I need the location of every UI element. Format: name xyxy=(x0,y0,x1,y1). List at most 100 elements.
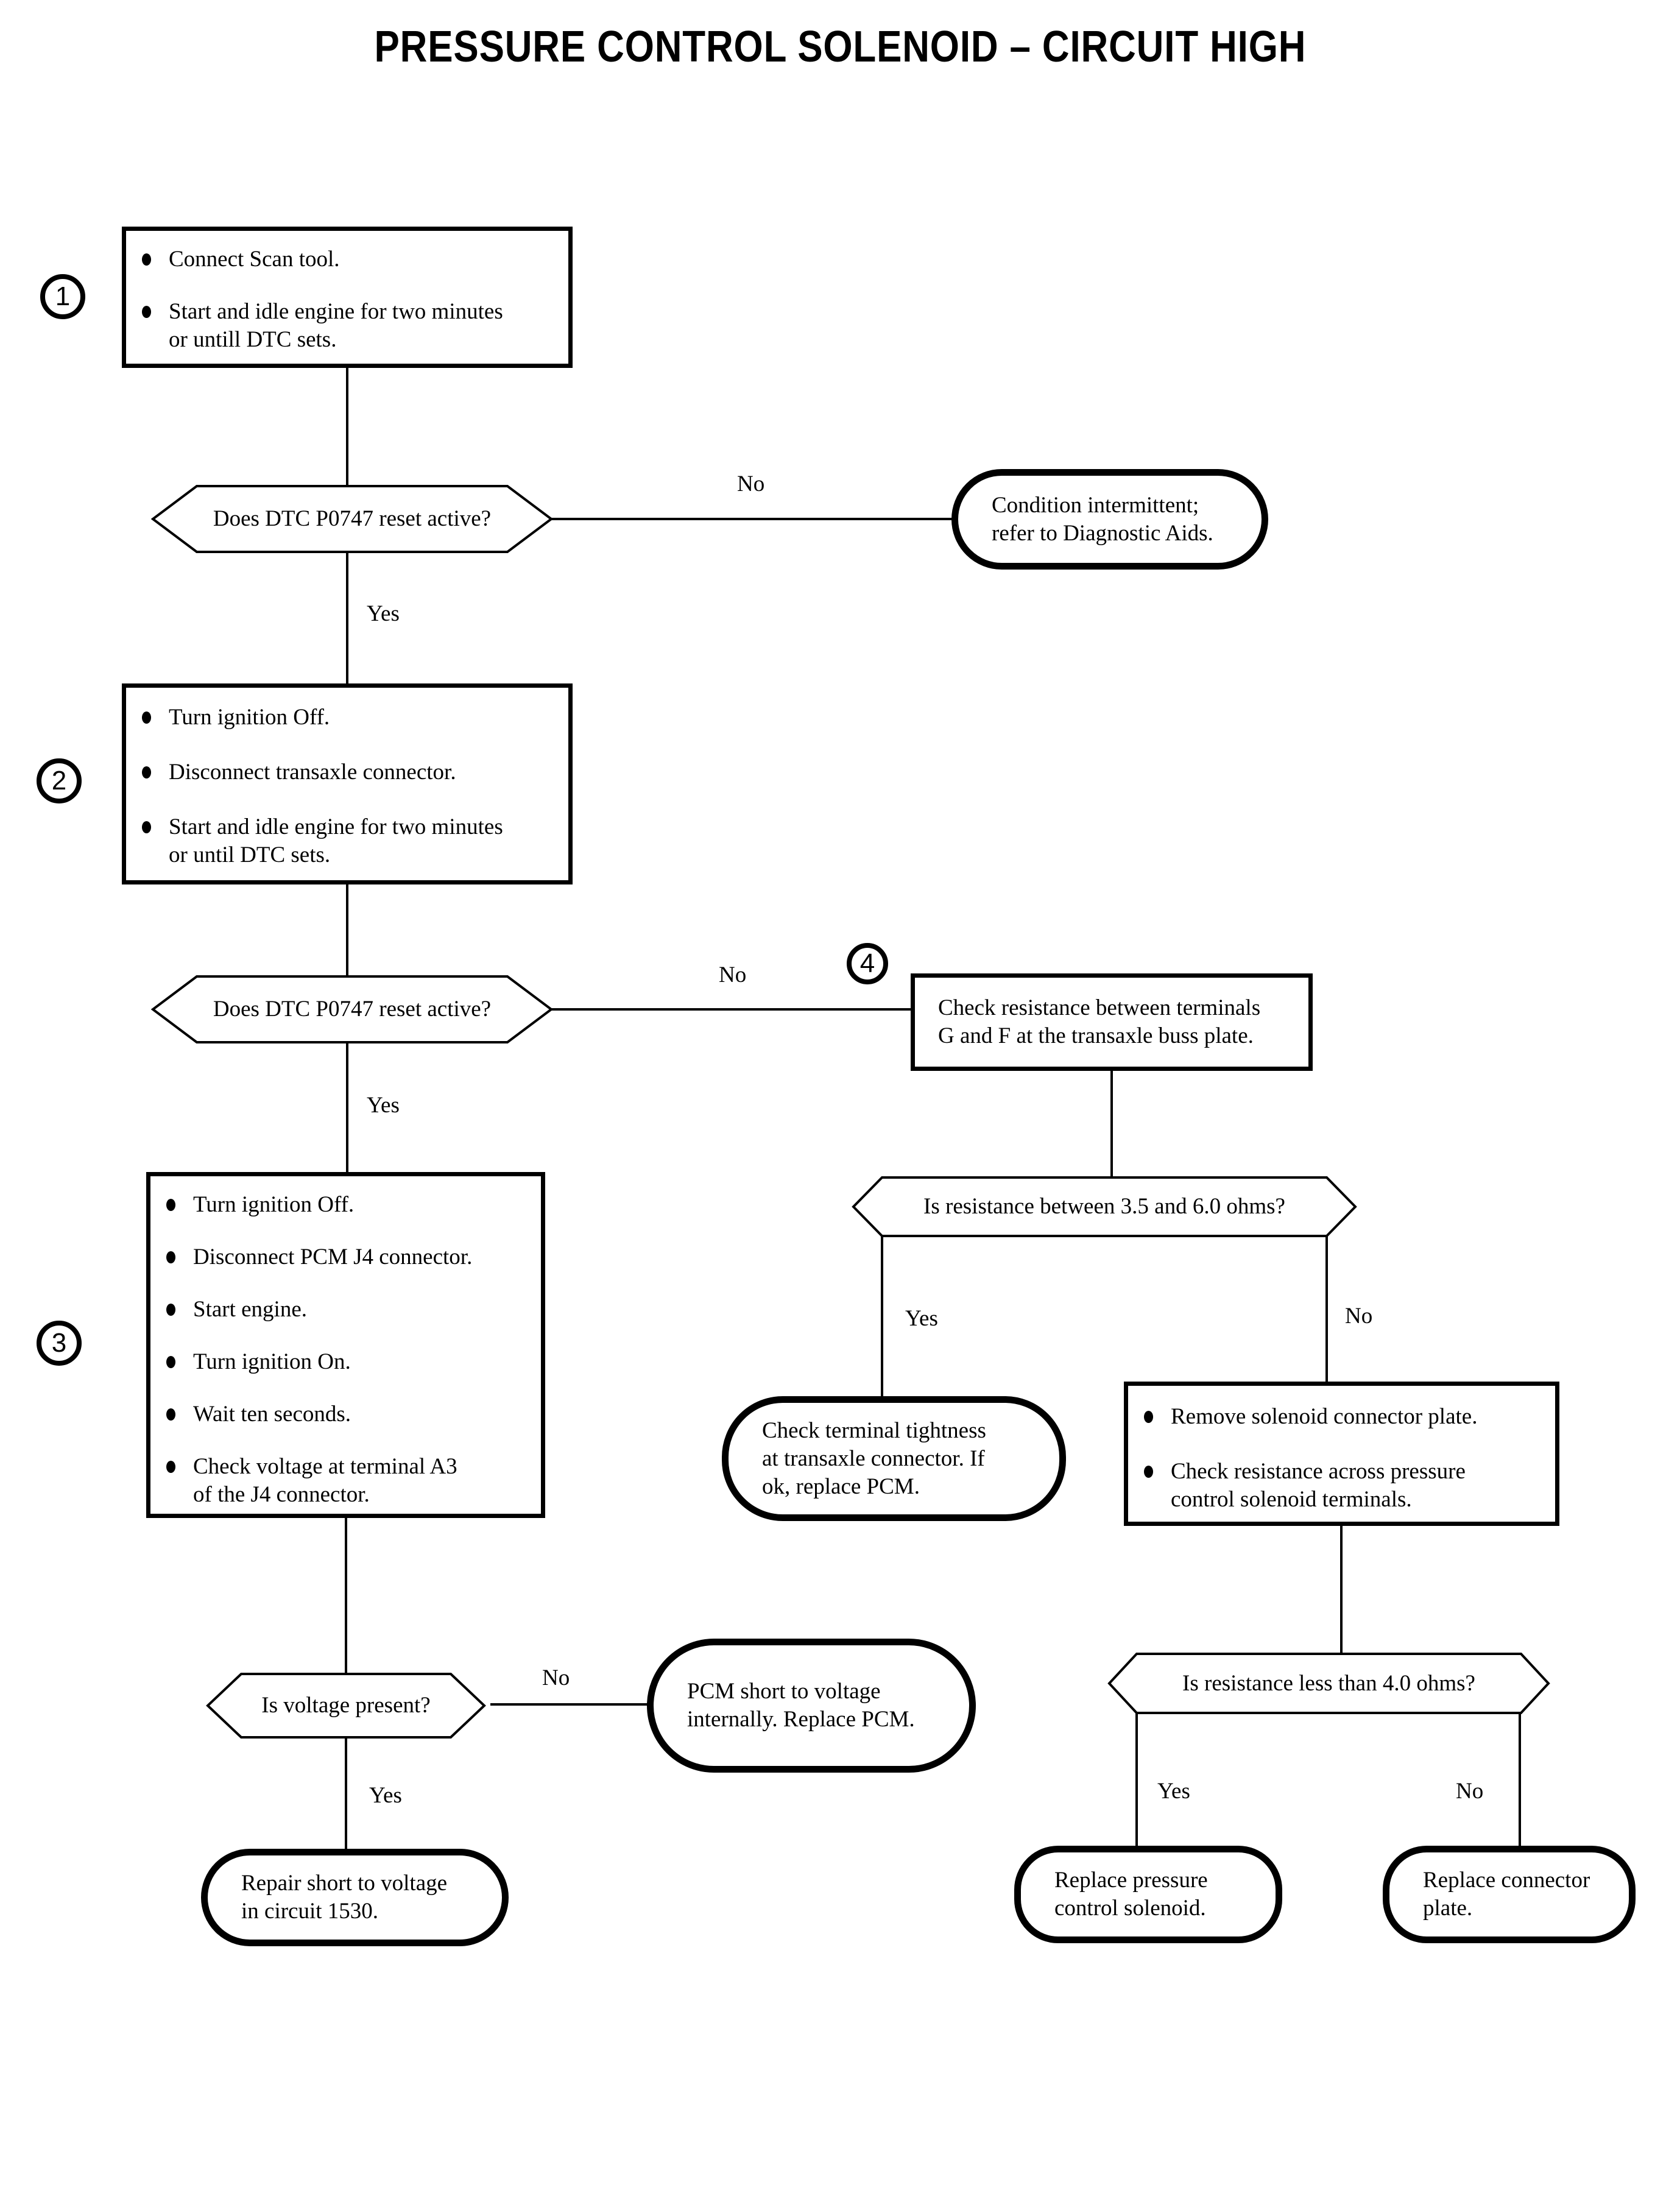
action-item-text: Turn ignition Off. xyxy=(169,705,330,730)
action-item: Start and idle engine for two minutes or… xyxy=(142,298,562,354)
terminal-replace-solenoid: Replace pressure control solenoid. xyxy=(1014,1846,1282,1943)
action-item-text: Disconnect transaxle connector. xyxy=(169,760,456,785)
connector-decision2-yes xyxy=(346,1043,348,1172)
connector-box1-to-decision1 xyxy=(346,367,348,486)
terminal-condition-intermittent: Condition intermittent; refer to Diagnos… xyxy=(951,469,1268,570)
action-item: Turn ignition Off. xyxy=(142,704,562,732)
action-item-text: Check resistance between terminals G and… xyxy=(938,995,1261,1048)
action-item-text: Start and idle engine for two minutes or… xyxy=(169,299,503,352)
edge-label-no: No xyxy=(1345,1304,1373,1329)
connector-decision1-yes xyxy=(346,552,348,683)
bullet-icon xyxy=(166,1408,175,1421)
edge-label-no: No xyxy=(1456,1779,1484,1804)
connector-decision3-yes xyxy=(881,1237,883,1397)
step-marker-1-label: 1 xyxy=(55,281,71,311)
action-item-text: Wait ten seconds. xyxy=(193,1402,351,1427)
action-item: Disconnect transaxle connector. xyxy=(142,758,562,786)
step-marker-3-label: 3 xyxy=(51,1328,67,1358)
bullet-icon xyxy=(142,306,151,318)
hexagon-shape xyxy=(1107,1653,1550,1714)
connector-box3-to-decision4 xyxy=(345,1517,347,1673)
edge-label-yes: Yes xyxy=(367,1093,400,1118)
bullet-icon xyxy=(166,1199,175,1211)
action-item: Remove solenoid connector plate. xyxy=(1144,1403,1549,1431)
edge-label-yes: Yes xyxy=(1157,1779,1190,1804)
action-item: Connect Scan tool. xyxy=(142,245,562,274)
bullet-icon xyxy=(166,1356,175,1368)
decision-voltage-present: Is voltage present? xyxy=(206,1672,486,1739)
bullet-icon xyxy=(142,711,151,724)
action-item: Turn ignition On. xyxy=(166,1348,535,1376)
action-item-text: Check voltage at terminal A3 of the J4 c… xyxy=(193,1454,457,1507)
terminal-replace-plate: Replace connector plate. xyxy=(1383,1846,1636,1943)
connector-decision5-yes xyxy=(1135,1714,1138,1847)
terminal-text: Repair short to voltage in circuit 1530. xyxy=(241,1871,448,1924)
edge-label-yes: Yes xyxy=(369,1783,402,1808)
action-item: Wait ten seconds. xyxy=(166,1400,535,1428)
decision-dtc-p0747-reset-2: Does DTC P0747 reset active? xyxy=(151,975,553,1044)
connector-box5-to-decision5 xyxy=(1340,1525,1343,1653)
bullet-icon xyxy=(142,766,151,778)
action-item-text: Connect Scan tool. xyxy=(169,247,340,272)
terminal-text: Replace connector plate. xyxy=(1423,1868,1590,1921)
connector-box2-to-decision2 xyxy=(346,883,348,976)
action-item-text: Remove solenoid connector plate. xyxy=(1171,1404,1478,1429)
edge-label-yes: Yes xyxy=(905,1306,938,1331)
terminal-text: Condition intermittent; refer to Diagnos… xyxy=(992,492,1213,546)
connector-decision5-no xyxy=(1519,1714,1521,1847)
connector-decision4-yes xyxy=(345,1738,347,1850)
action-item-text: Check resistance across pressure control… xyxy=(1171,1459,1466,1512)
bullet-icon xyxy=(1144,1411,1153,1423)
edge-label-no: No xyxy=(719,962,747,987)
step1-action-box: Connect Scan tool. Start and idle engine… xyxy=(122,227,573,368)
action-item: Check voltage at terminal A3 of the J4 c… xyxy=(166,1453,535,1509)
action-item: Start engine. xyxy=(166,1296,535,1324)
step3-action-box: Turn ignition Off. Disconnect PCM J4 con… xyxy=(146,1172,545,1518)
step4-action-box: Check resistance between terminals G and… xyxy=(911,973,1313,1071)
step-marker-2-label: 2 xyxy=(51,766,67,796)
action-item: Turn ignition Off. xyxy=(166,1191,535,1219)
connector-decision4-no xyxy=(490,1703,648,1706)
connector-decision2-no xyxy=(550,1008,912,1011)
action-item-text: Disconnect PCM J4 connector. xyxy=(193,1244,473,1269)
step-marker-1: 1 xyxy=(40,274,85,319)
connector-decision3-no xyxy=(1325,1237,1328,1383)
bullet-icon xyxy=(142,253,151,266)
decision-text: Is resistance between 3.5 and 6.0 ohms? xyxy=(923,1194,1285,1219)
bullet-icon xyxy=(142,821,151,833)
action-item-text: Start and idle engine for two minutes or… xyxy=(169,814,503,867)
terminal-repair-short: Repair short to voltage in circuit 1530. xyxy=(201,1849,509,1946)
terminal-text: Replace pressure control solenoid. xyxy=(1054,1868,1208,1921)
action-item-text: Turn ignition Off. xyxy=(193,1192,355,1217)
page-title-text: PRESSURE CONTROL SOLENOID – CIRCUIT HIGH xyxy=(374,23,1306,71)
hexagon-shape xyxy=(852,1176,1357,1237)
action-item-text: Start engine. xyxy=(193,1297,308,1322)
edge-label-no: No xyxy=(737,471,765,496)
decision-text: Does DTC P0747 reset active? xyxy=(213,997,492,1022)
step-marker-4: 4 xyxy=(847,943,888,984)
page-title: PRESSURE CONTROL SOLENOID – CIRCUIT HIGH xyxy=(0,22,1680,72)
decision-text: Is voltage present? xyxy=(261,1693,431,1718)
remove-solenoid-plate-action-box: Remove solenoid connector plate. Check r… xyxy=(1124,1382,1559,1526)
decision-text: Is resistance less than 4.0 ohms? xyxy=(1182,1670,1475,1696)
bullet-icon xyxy=(166,1304,175,1316)
decision-resistance-less-than-4-0: Is resistance less than 4.0 ohms? xyxy=(1107,1652,1550,1715)
bullet-icon xyxy=(166,1251,175,1263)
terminal-text: PCM short to voltage internally. Replace… xyxy=(687,1679,915,1732)
step-marker-2: 2 xyxy=(37,758,82,803)
action-item: Start and idle engine for two minutes or… xyxy=(142,813,562,869)
hexagon-shape xyxy=(151,975,553,1043)
bullet-icon xyxy=(166,1461,175,1473)
edge-label-yes: Yes xyxy=(367,601,400,626)
connector-decision1-no xyxy=(550,518,953,520)
decision-resistance-3-5-to-6-0: Is resistance between 3.5 and 6.0 ohms? xyxy=(852,1176,1357,1238)
hexagon-shape xyxy=(151,485,553,553)
terminal-pcm-short: PCM short to voltage internally. Replace… xyxy=(647,1639,976,1773)
terminal-text: Check terminal tightness at transaxle co… xyxy=(762,1417,986,1499)
decision-dtc-p0747-reset-1: Does DTC P0747 reset active? xyxy=(151,484,553,554)
step-marker-3: 3 xyxy=(37,1321,82,1366)
terminal-check-terminal-tightness: Check terminal tightness at transaxle co… xyxy=(722,1396,1066,1521)
action-item: Disconnect PCM J4 connector. xyxy=(166,1243,535,1271)
action-item: Check resistance across pressure control… xyxy=(1144,1458,1549,1514)
